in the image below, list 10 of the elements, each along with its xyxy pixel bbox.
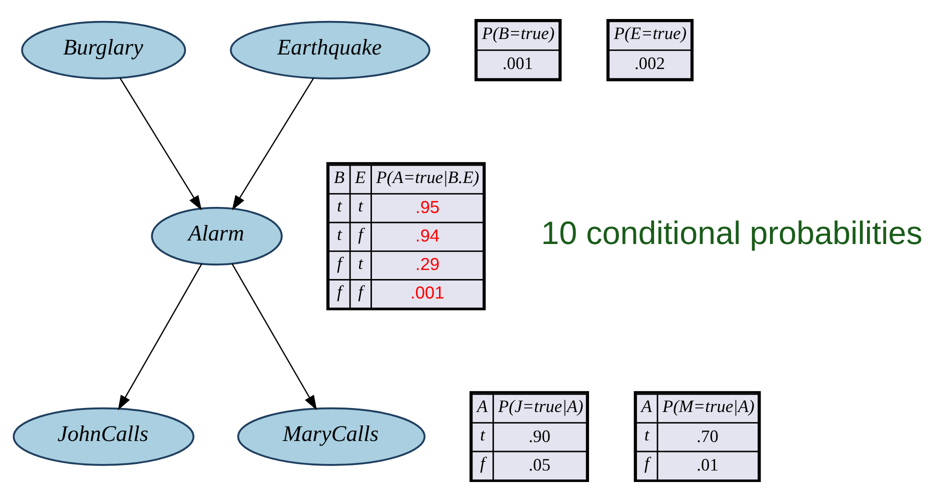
label: 10 conditional probabilities xyxy=(541,215,922,252)
arrow xyxy=(120,78,202,210)
node-ellipse: Earthquake xyxy=(230,20,430,80)
node-ellipse: Burglary xyxy=(21,20,186,80)
arrow xyxy=(232,78,314,210)
node-ellipse: MaryCalls xyxy=(237,407,426,466)
node-ellipse: JohnCalls xyxy=(12,407,194,466)
node-ellipse: Alarm xyxy=(151,206,283,266)
arrow xyxy=(118,263,202,410)
arrow xyxy=(232,263,317,410)
